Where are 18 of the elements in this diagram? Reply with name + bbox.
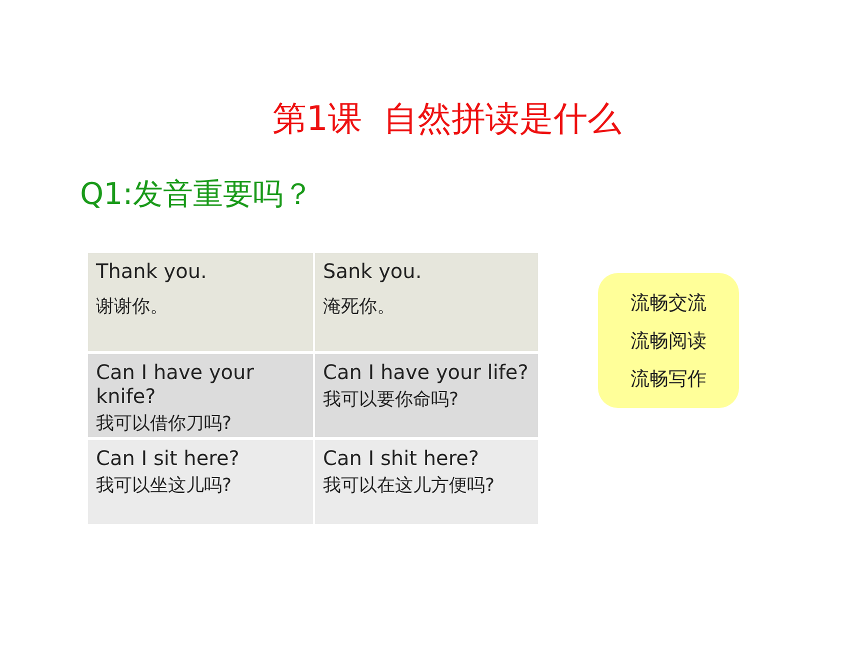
question-heading: Q1:发音重要吗？ (80, 176, 313, 214)
box-text: 流畅阅读 (630, 328, 706, 354)
english-sentence: Thank you. (96, 259, 208, 283)
english-sentence: Can I sit here? (96, 446, 240, 470)
english-sentence: Can I have your knife? (96, 360, 255, 408)
rounded-box (598, 273, 739, 408)
box-text: 流畅写作 (630, 366, 706, 392)
chinese-translation: 我可以在这儿方便吗? (323, 474, 496, 498)
english-sentence: Sank you. (323, 259, 423, 283)
chinese-translation: 谢谢你。 (96, 295, 169, 319)
english-sentence: Can I shit here? (323, 446, 480, 470)
title: 第1课 自然拼读是什么 (271, 98, 623, 141)
chinese-translation: 我可以坐这儿吗? (96, 474, 233, 498)
box-text: 流畅交流 (630, 290, 706, 316)
chinese-translation: 我可以要你命吗? (323, 388, 460, 412)
english-sentence: Can I have your life? (323, 360, 530, 384)
chinese-translation: 淹死你。 (323, 295, 396, 319)
chinese-translation: 我可以借你刀吗? (96, 412, 233, 436)
